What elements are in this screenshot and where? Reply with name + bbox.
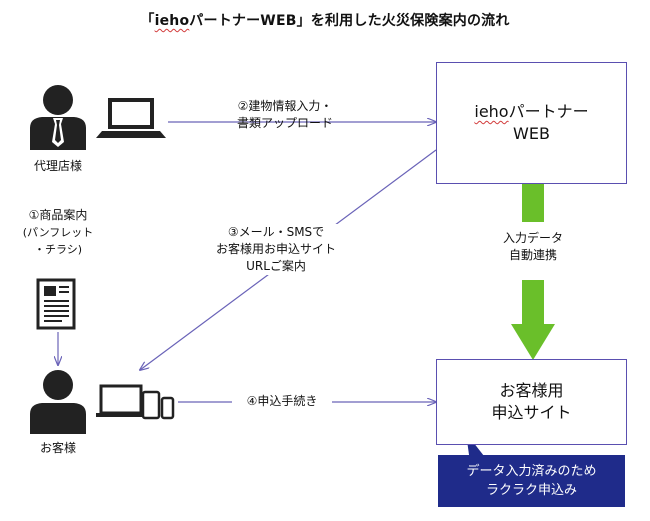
customer-site-line2: 申込サイト	[491, 403, 572, 422]
step1-line3: ・チラシ)	[33, 243, 83, 256]
step1-line2: (パンフレット	[22, 226, 94, 239]
auto-link-line1: 入力データ	[502, 231, 563, 245]
step2-line2: 書類アップロード	[236, 116, 333, 130]
customer-site-line1: お客様用	[499, 381, 564, 400]
auto-link-arrow	[511, 182, 555, 360]
ieho-partner-web-box: iehoパートナー WEB	[436, 62, 627, 184]
title-rest: パートナーWEB」を利用した火災保険案内の流れ	[189, 13, 510, 29]
page-title: 「iehoパートナーWEB」を利用した火災保険案内の流れ	[0, 10, 650, 30]
step3-label: ③メール・SMSで お客様用お申込サイト URLご案内	[196, 224, 356, 275]
customer-label: お客様	[39, 441, 76, 455]
callout-banner: データ入力済みのため ラクラク申込み	[438, 455, 625, 507]
callout-line2: ラクラク申込み	[485, 483, 577, 498]
partner-box-line1: iehoパートナー	[474, 101, 588, 123]
auto-link-label: 入力データ 自動連携	[483, 230, 583, 264]
title-brand: ieho	[154, 13, 190, 29]
laptop-icon	[96, 98, 166, 138]
step2-line1: ②建物情報入力・	[237, 99, 333, 113]
step2-label: ②建物情報入力・ 書類アップロード	[210, 98, 360, 132]
customer-site-box: お客様用 申込サイト	[436, 359, 627, 445]
callout-line1: データ入力済みのため	[466, 464, 597, 479]
person-icon	[30, 85, 86, 150]
partner-box-brand: ieho	[474, 102, 509, 121]
agent-label: 代理店様	[33, 159, 82, 173]
devices-icon	[96, 384, 175, 420]
person-icon	[30, 370, 86, 434]
partner-box-line2: WEB	[513, 124, 550, 143]
step1-line1: ①商品案内	[28, 208, 88, 222]
step3-line2: お客様用お申込サイト	[215, 242, 336, 256]
step3-line1: ③メール・SMSで	[227, 225, 325, 239]
title-prefix: 「	[140, 13, 155, 29]
brochure-icon	[36, 278, 76, 330]
step4-line1: ④申込手続き	[246, 394, 318, 408]
step1-label: ①商品案内 (パンフレット ・チラシ)	[8, 207, 108, 258]
step4-label: ④申込手続き	[232, 393, 332, 410]
partner-box-line1-rest: パートナー	[508, 102, 589, 121]
auto-link-line2: 自動連携	[508, 248, 557, 262]
step3-line3: URLご案内	[246, 259, 306, 273]
